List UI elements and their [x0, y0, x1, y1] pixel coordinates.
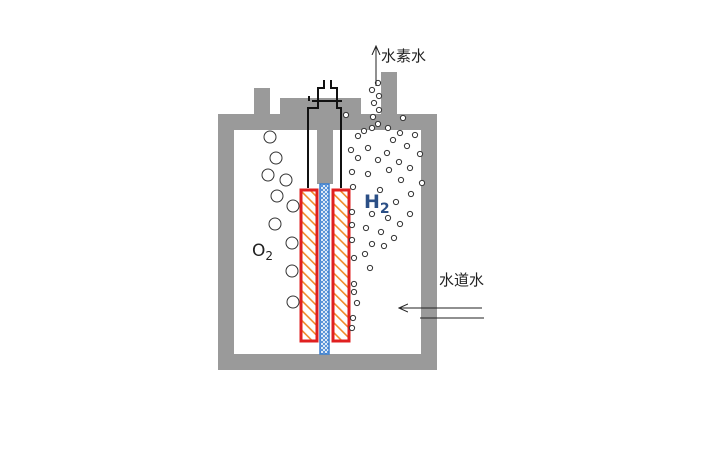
hydrogen-bubble [370, 99, 378, 107]
oxygen-label: O2 [252, 241, 273, 263]
hydrogen-bubble [350, 254, 358, 262]
hydrogen-bubble [348, 208, 356, 216]
membrane [319, 183, 330, 355]
hydrogen-bubble [406, 210, 414, 218]
hydrogen-bubble [360, 127, 368, 135]
hydrogen-bubble [368, 240, 376, 248]
electrode-holder [317, 114, 333, 184]
wire-right [330, 80, 342, 188]
hydrogen-bubble [366, 264, 374, 272]
hydrogen-bubble [374, 156, 382, 164]
hydrogen-bubble [376, 186, 384, 194]
hydrogen-bubble [399, 114, 407, 122]
hydrogen-bubble [348, 236, 356, 244]
hydrogen-bubble [392, 198, 400, 206]
hydrogen-bubble [396, 220, 404, 228]
hydrogen-bubble [362, 224, 370, 232]
hydrogen-bubble [368, 124, 376, 132]
hydrogen-bubble [368, 210, 376, 218]
hydrogen-bubble [395, 158, 403, 166]
hydrogen-bubble [353, 299, 361, 307]
hydrogen-bubble [347, 146, 355, 154]
hydrogen-bubble [361, 250, 369, 258]
hydrogen-bubble [397, 176, 405, 184]
tap-water-label: 水道水 [439, 271, 484, 289]
hydrogen-bubble [348, 324, 356, 332]
oxygen-bubbles [261, 130, 300, 309]
hydrogen-bubble [385, 166, 393, 174]
hydrogen-bubble [384, 124, 392, 132]
hydrogen-bubble [350, 280, 358, 288]
hydrogen-bubble [384, 214, 392, 222]
hydrogen-label: H2 [364, 191, 390, 217]
hydrogen-bubble [416, 150, 424, 158]
hydrogen-bubble [374, 79, 382, 87]
hydrogen-bubble [354, 132, 362, 140]
hydrogen-bubble [342, 111, 350, 119]
anode-electrode [299, 188, 319, 343]
hydrogen-bubble [403, 142, 411, 150]
hydrogen-bubble [354, 154, 362, 162]
hydrogen-bubble [407, 190, 415, 198]
cathode-electrode [331, 188, 351, 343]
hydrogen-bubble [377, 228, 385, 236]
hydrogen-bubbles [342, 79, 426, 332]
hydrogen-water-label: 水素水 [381, 47, 426, 65]
hydrogen-bubble [383, 149, 391, 157]
hydrogen-bubble [348, 168, 356, 176]
hydrogen-bubble [364, 170, 372, 178]
hydrogen-bubble [411, 131, 419, 139]
hydrogen-bubble [349, 314, 357, 322]
hydrogen-bubble [406, 164, 414, 172]
hydrogen-bubble [364, 144, 372, 152]
hydrogen-bubble [368, 86, 376, 94]
wire-left [307, 80, 325, 188]
hydrogen-bubble [418, 179, 426, 187]
hydrogen-bubble [369, 113, 377, 121]
hydrogen-bubble [375, 106, 383, 114]
hydrogen-bubble [350, 288, 358, 296]
hydrogen-bubble [380, 242, 388, 250]
hydrogen-bubble [348, 221, 356, 229]
hydrogen-bubble [389, 136, 397, 144]
hydrogen-bubble [390, 234, 398, 242]
hydrogen-bubble [374, 120, 382, 128]
hydrogen-bubble [375, 92, 383, 100]
hydrogen-bubble [396, 129, 404, 137]
hydrogen-bubble [349, 183, 357, 191]
